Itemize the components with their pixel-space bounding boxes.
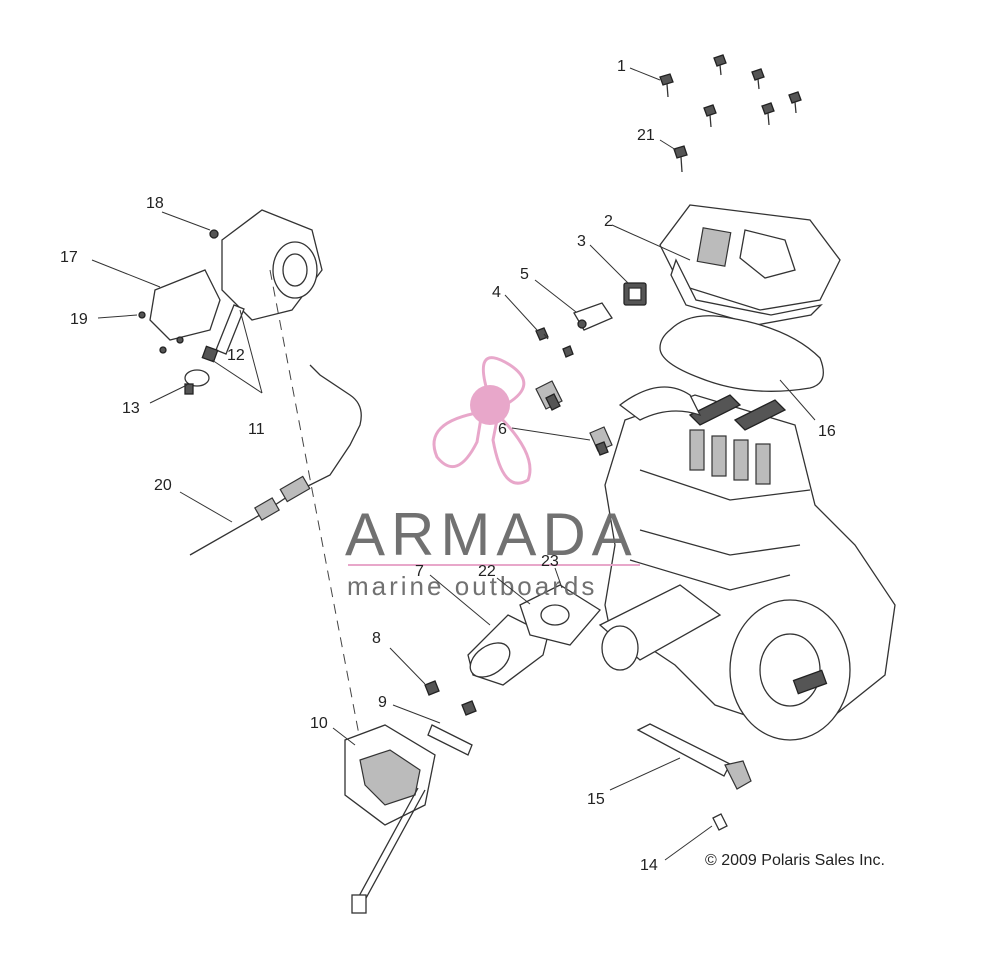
spark-plug	[535, 380, 563, 411]
callout-20: 20	[154, 477, 172, 494]
bolt	[424, 680, 440, 696]
callout-16: 16	[818, 423, 836, 440]
callout-6: 6	[498, 421, 507, 438]
valve-cover	[659, 204, 841, 326]
callout-1: 1	[617, 58, 626, 75]
bolt-group	[659, 54, 802, 173]
sensor-probe	[636, 723, 752, 790]
callout-17: 17	[60, 249, 78, 266]
starter-motor	[598, 584, 722, 671]
callout-labels: 1 2 3 4 5 6 7 8 9 10 11 12 13 14 15 16 1…	[60, 58, 836, 874]
bolt	[751, 68, 765, 90]
propeller-logo	[432, 356, 532, 485]
gasket	[659, 315, 824, 392]
valve-springs	[689, 429, 771, 485]
sensor	[623, 282, 647, 306]
watermark-title: ARMADA	[345, 501, 638, 568]
fitting-14	[712, 813, 728, 831]
intake-gasket	[519, 584, 601, 646]
intake-boot	[467, 614, 549, 686]
bolt	[713, 54, 727, 76]
callout-12: 12	[227, 347, 245, 364]
callout-14: 14	[640, 857, 658, 874]
callout-7: 7	[415, 563, 424, 580]
throttle-body	[209, 209, 323, 321]
small-bolt	[535, 327, 549, 341]
callout-13: 13	[122, 400, 140, 417]
callout-8: 8	[372, 630, 381, 647]
hose	[201, 304, 245, 363]
bolt	[788, 91, 802, 114]
bolt	[673, 145, 688, 173]
sensor-bracket	[562, 302, 613, 358]
watermark: ARMADA marine outboards	[345, 356, 640, 601]
callout-21: 21	[637, 127, 655, 144]
callout-22: 22	[478, 563, 496, 580]
callout-15: 15	[587, 791, 605, 808]
leader-lines	[91, 67, 816, 861]
spark-plug	[589, 426, 613, 456]
copyright-notice: © 2009 Polaris Sales Inc.	[705, 852, 885, 869]
callout-2: 2	[604, 213, 613, 230]
stator-cover	[729, 599, 851, 741]
tps-cover	[138, 269, 221, 354]
callout-5: 5	[520, 266, 529, 283]
callout-10: 10	[310, 715, 328, 732]
bolt	[461, 700, 477, 716]
callout-23: 23	[541, 553, 559, 570]
engine-assembly	[598, 386, 896, 741]
callout-11: 11	[248, 421, 265, 438]
throttle-body-lower	[344, 724, 436, 914]
callout-3: 3	[577, 233, 586, 250]
alignment-line	[269, 269, 361, 741]
callout-4: 4	[492, 284, 501, 301]
fitting	[184, 369, 210, 395]
bolt	[761, 102, 775, 126]
bolt	[703, 104, 717, 128]
bolt	[659, 73, 674, 98]
callout-9: 9	[378, 694, 387, 711]
watermark-subtitle: marine outboards	[347, 571, 597, 601]
callout-18: 18	[146, 195, 164, 212]
spacer	[427, 724, 473, 756]
callout-19: 19	[70, 311, 88, 328]
throttle-cable	[189, 364, 362, 556]
